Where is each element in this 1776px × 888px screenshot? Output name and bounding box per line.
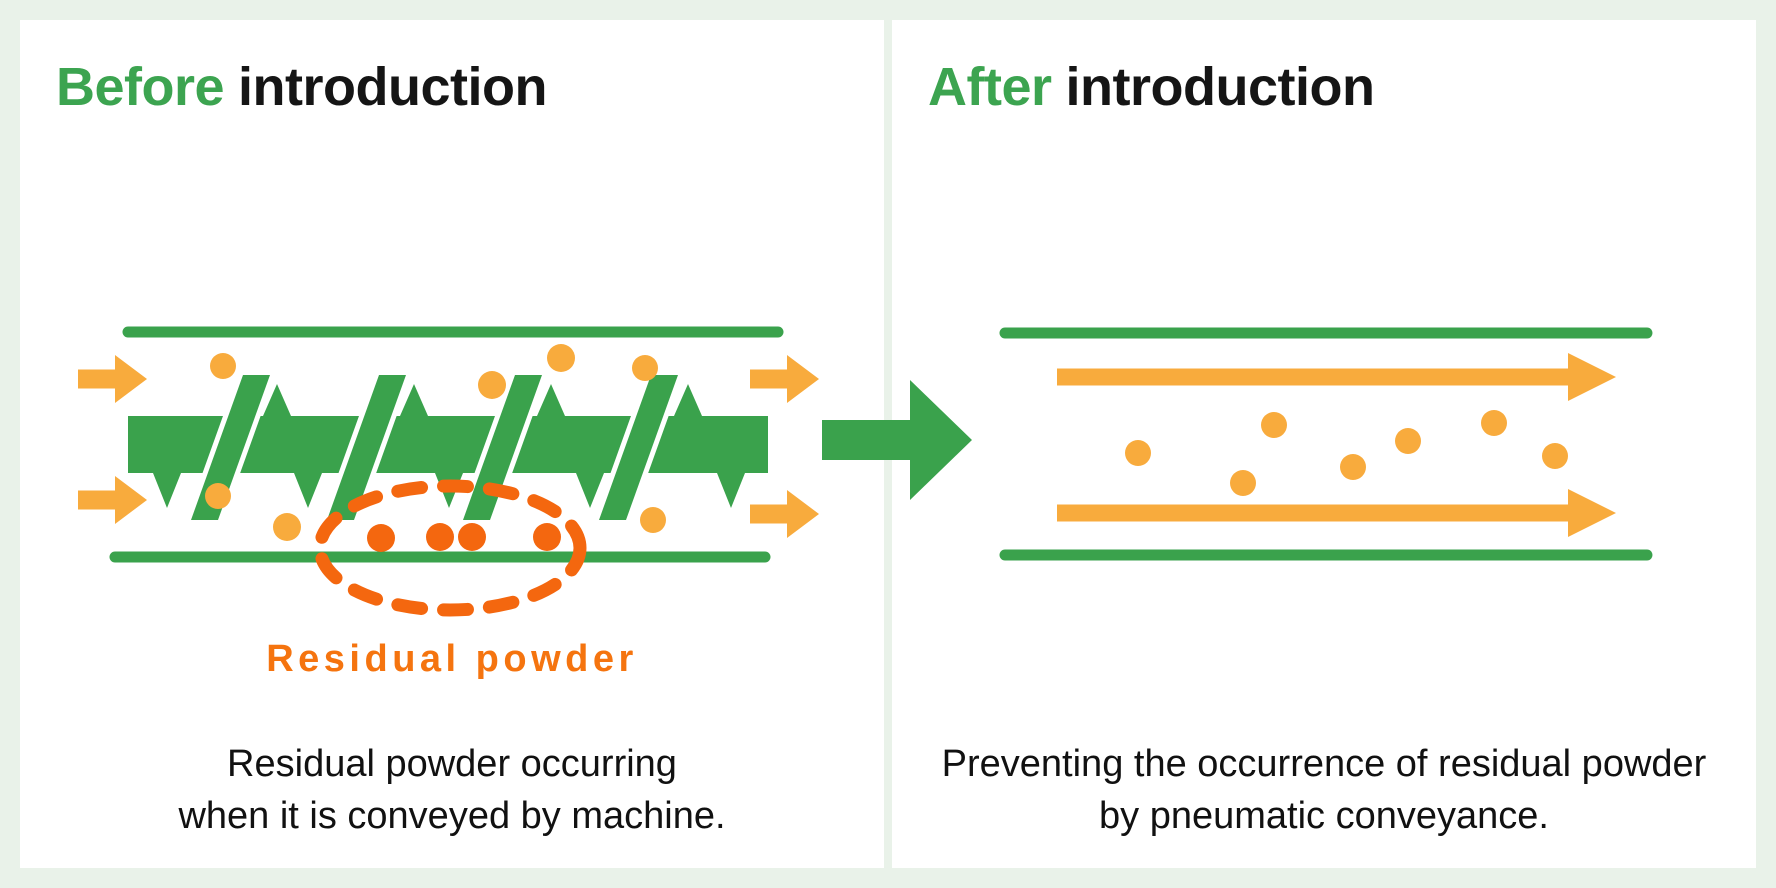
after-title-highlight: After (928, 57, 1052, 117)
after-caption: Preventing the occurrence of residual po… (892, 738, 1756, 842)
residual-powder-label: Residual powder (266, 638, 638, 680)
before-caption-line2: when it is conveyed by machine. (178, 795, 726, 837)
after-title-rest: introduction (1065, 57, 1375, 117)
before-caption-line1: Residual powder occurring (227, 743, 677, 785)
before-title-rest: introduction (238, 57, 547, 117)
before-caption: Residual powder occurring when it is conv… (20, 738, 884, 842)
after-panel (892, 20, 1756, 868)
before-title-highlight: Before (56, 57, 225, 117)
after-caption-line1: Preventing the occurrence of residual po… (941, 743, 1707, 785)
after-caption-line2: by pneumatic conveyance. (1099, 795, 1549, 837)
